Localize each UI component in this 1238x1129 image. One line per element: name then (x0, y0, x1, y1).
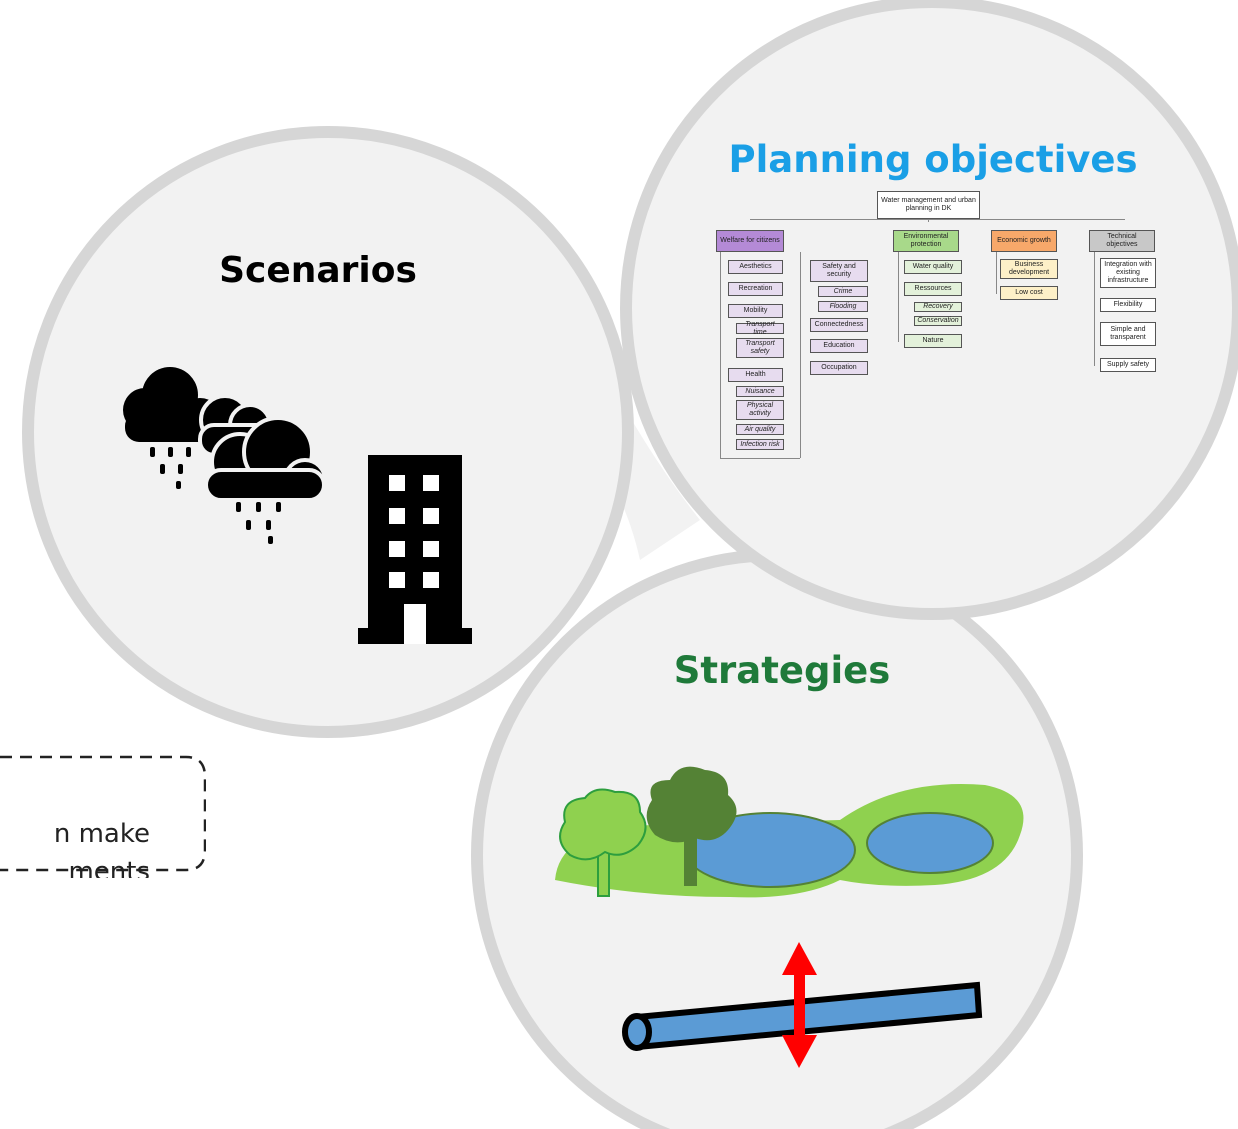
tree-welfare-subitem: Air quality (736, 424, 784, 435)
tree-icon (646, 766, 737, 886)
tree-root: Water management and urban planning in D… (877, 191, 980, 219)
tree-safety-item: Connectedness (810, 318, 868, 332)
note-box: n make ments (0, 743, 206, 878)
double-arrow-icon (782, 942, 817, 1068)
pipe-icon (622, 981, 983, 1051)
note-line-2: ments (68, 857, 150, 878)
tree-environmental-item: Water quality (904, 260, 962, 274)
tree-technical-item: Flexibility (1100, 298, 1156, 312)
planning-objectives-title: Planning objectives (728, 138, 1137, 181)
tree-technical-header: Technical objectives (1089, 230, 1155, 252)
tree-welfare-header: Welfare for citizens (716, 230, 784, 252)
tree-icon (559, 788, 647, 897)
scenarios-title: Scenarios (219, 250, 417, 291)
tree-welfare-subitem: Transport safety (736, 338, 784, 358)
tree-safety-subitem: Crime (818, 286, 868, 297)
building-icon (358, 455, 472, 644)
tree-safety-header: Safety and security (810, 260, 868, 282)
tree-economic-header: Economic growth (991, 230, 1057, 252)
tree-safety-subitem: Flooding (818, 301, 868, 312)
tree-safety-item: Occupation (810, 361, 868, 375)
tree-environmental-item: Nature (904, 334, 962, 348)
tree-welfare-item: Recreation (728, 282, 783, 296)
tree-economic-item: Low cost (1000, 286, 1058, 300)
rain-cloud-icon (204, 416, 327, 502)
tree-welfare-item: Health (728, 368, 783, 382)
tree-welfare-item: Mobility (728, 304, 783, 318)
objective-hierarchy: Water management and urban planning in D… (700, 186, 1170, 466)
tree-welfare-subitem: Transport time (736, 321, 784, 336)
tree-technical-item: Integration with existing infrastructure (1100, 258, 1156, 288)
tree-technical-item: Supply safety (1100, 358, 1156, 372)
tree-welfare-subitem: Nuisance (736, 386, 784, 397)
tree-welfare-subitem: Physical activity (736, 400, 784, 420)
note-line-1: n make (53, 819, 150, 849)
tree-welfare-item: Aesthetics (728, 260, 783, 274)
tree-environmental-item: Ressources (904, 282, 962, 296)
tree-environmental-subitem: Conservation (914, 316, 962, 326)
strategies-title: Strategies (674, 649, 891, 692)
pond-icon (555, 784, 1024, 898)
scenarios-circle (22, 126, 634, 738)
tree-economic-item: Business development (1000, 259, 1058, 279)
tree-environmental-header: Environmental protection (893, 230, 959, 252)
tree-environmental-subitem: Recovery (914, 302, 962, 312)
tree-technical-item: Simple and transparent (1100, 322, 1156, 346)
tree-safety-item: Education (810, 339, 868, 353)
tree-welfare-subitem: Infection risk (736, 439, 784, 450)
